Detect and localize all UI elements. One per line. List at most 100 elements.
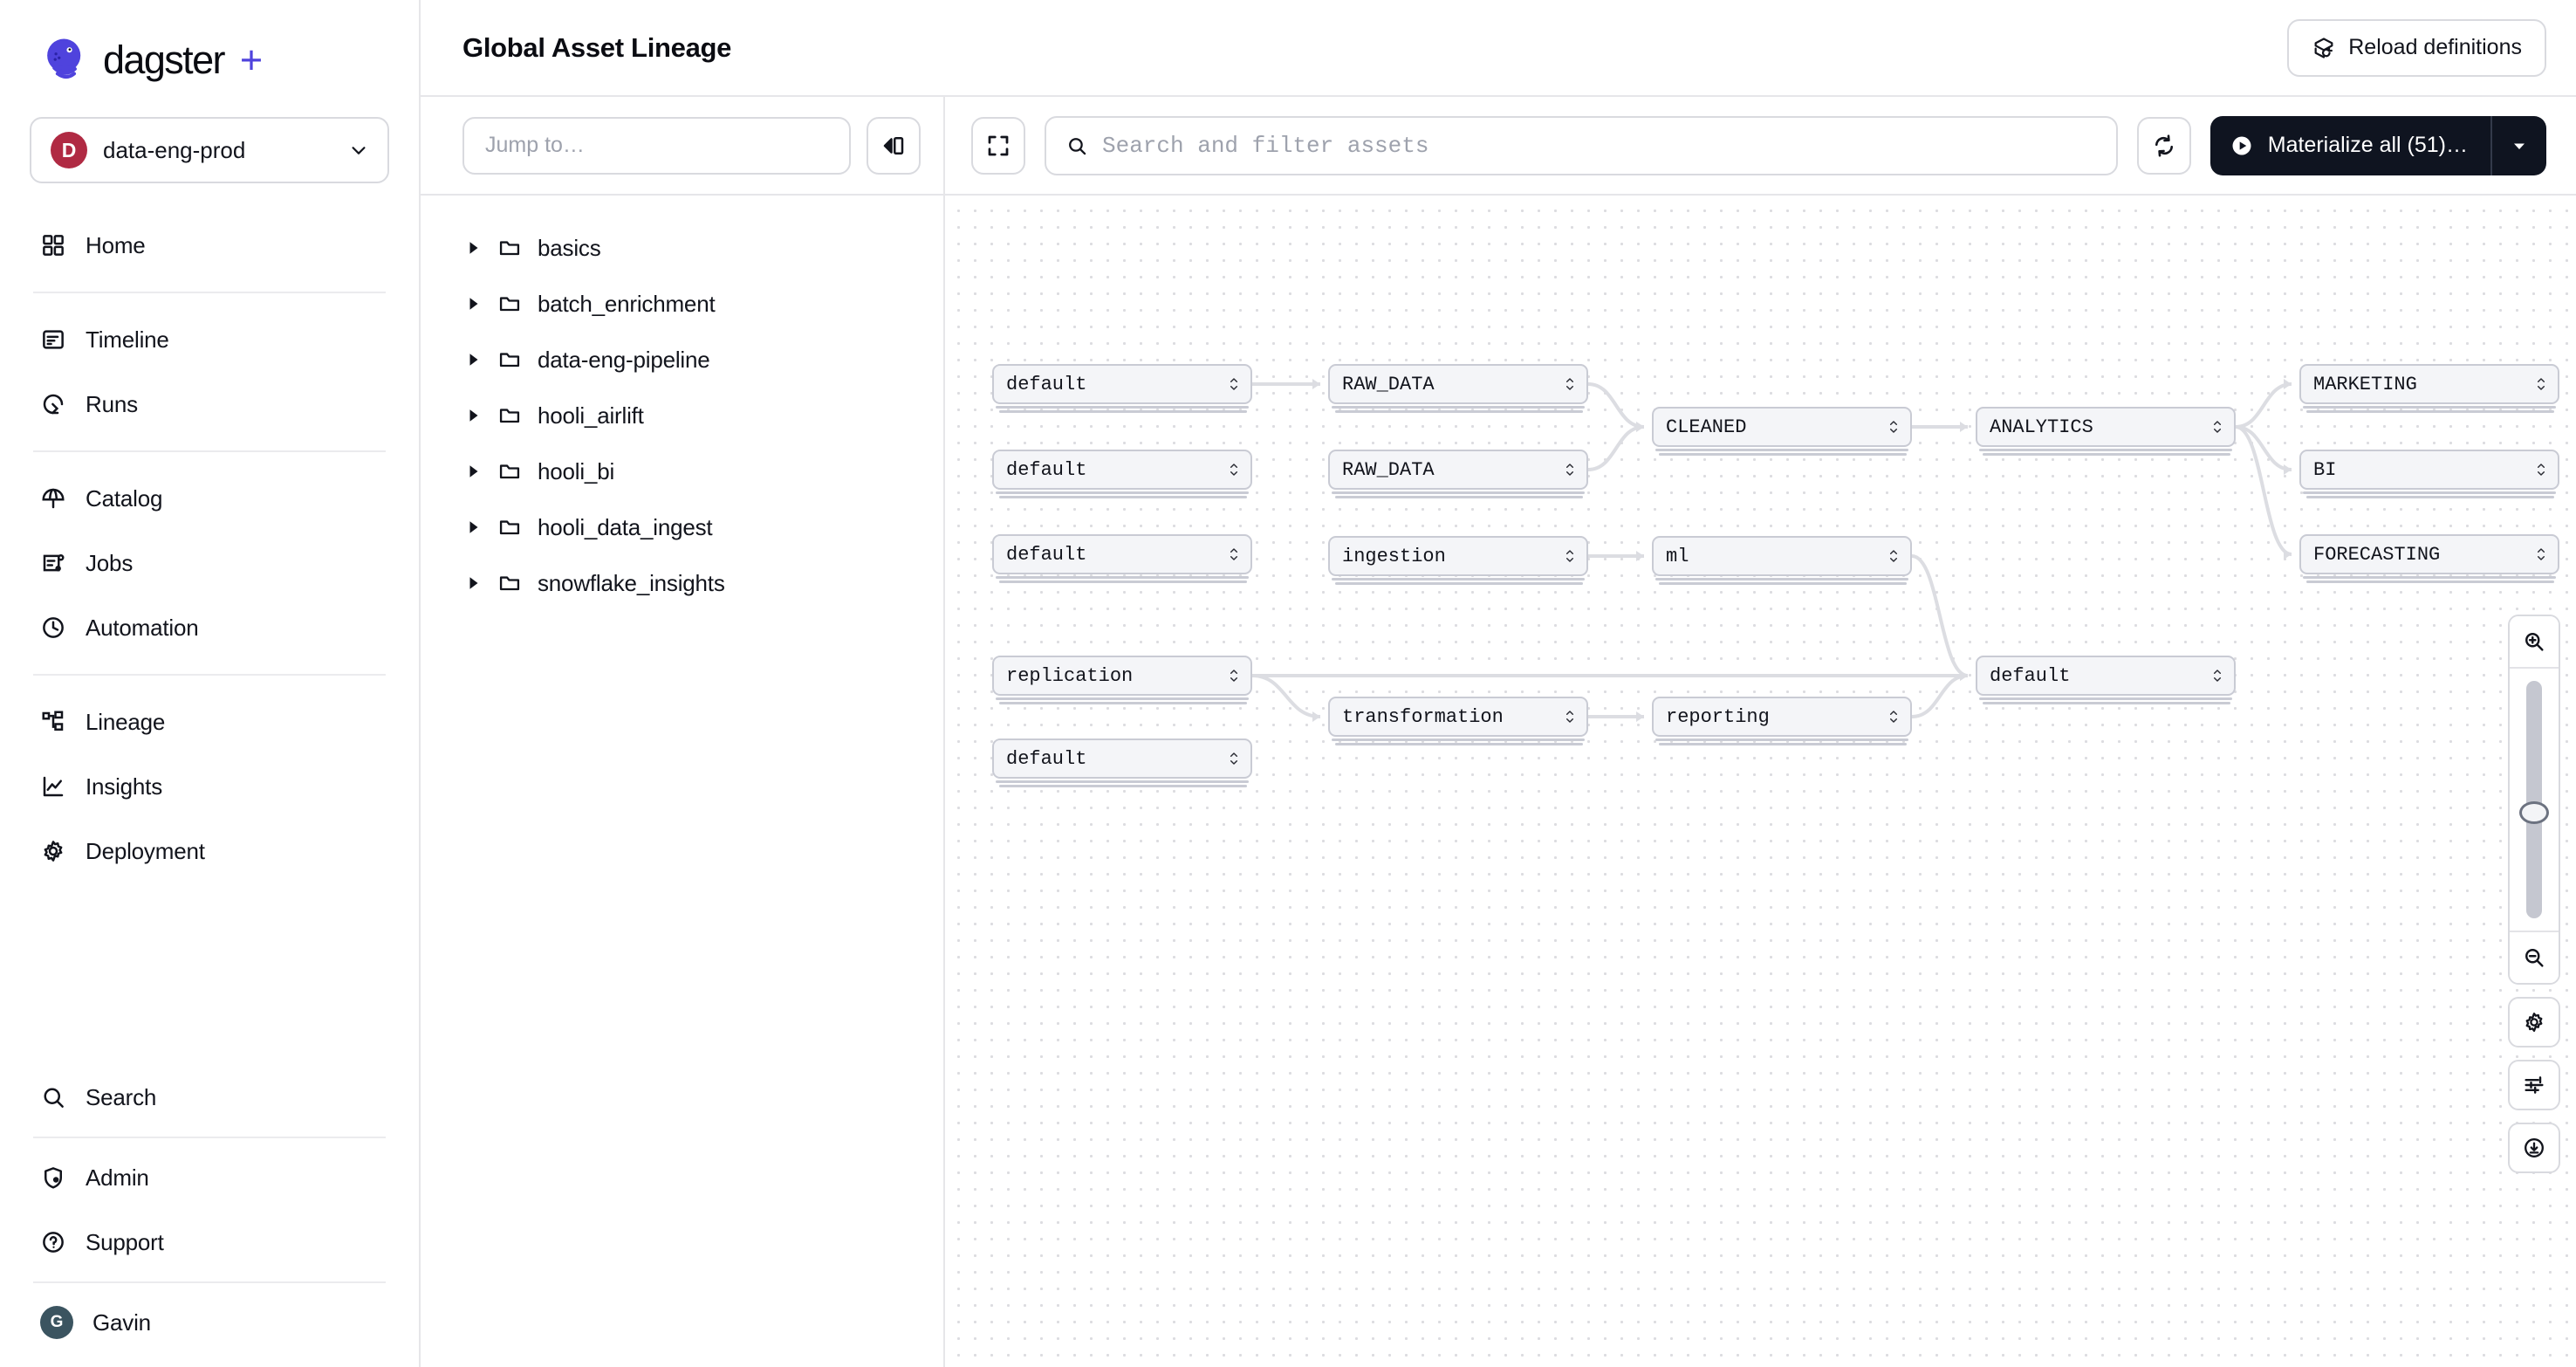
lineage-node-label: RAW_DATA <box>1342 373 1435 395</box>
zoom-slider-track <box>2526 681 2542 918</box>
search-input[interactable] <box>1102 132 2097 159</box>
node-stack-lines <box>2303 490 2563 500</box>
content-area: basics batch_enrichment data-eng-pipelin… <box>421 196 2576 1367</box>
sidebar-item-search[interactable]: Search <box>0 1065 419 1130</box>
tree-item-basics[interactable]: basics <box>421 220 943 276</box>
gear-icon <box>44 841 63 862</box>
lineage-edge-arrow <box>1960 670 1968 681</box>
deployment-avatar: D <box>51 132 87 168</box>
lineage-node[interactable]: default <box>992 364 1252 404</box>
download-graph-button[interactable] <box>2508 1123 2560 1173</box>
tree-item-data-eng-pipeline[interactable]: data-eng-pipeline <box>421 332 943 388</box>
lineage-node-label: ANALYTICS <box>1990 416 2093 438</box>
collapse-panel-button[interactable] <box>867 116 921 175</box>
brand[interactable]: dagster + <box>0 0 419 112</box>
materialize-main[interactable]: Materialize all (51)… <box>2210 115 2492 175</box>
search-icon <box>1069 137 1086 155</box>
catalog-icon <box>42 488 65 509</box>
sidebar-item-catalog[interactable]: Catalog <box>0 466 419 531</box>
lineage-node[interactable]: ingestion <box>1328 536 1588 576</box>
folder-icon <box>499 297 520 312</box>
lineage-node-label: default <box>1006 373 1087 395</box>
tree-item-snowflake-insights[interactable]: snowflake_insights <box>421 555 943 611</box>
tree-item-hooli-airlift[interactable]: hooli_airlift <box>421 388 943 443</box>
cube-refresh-icon <box>2314 37 2333 58</box>
node-stack-lines <box>2303 404 2563 415</box>
lineage-node[interactable]: RAW_DATA <box>1328 450 1588 490</box>
stepper-updown-icon <box>1230 378 1238 390</box>
sidebar-item-home[interactable]: Home <box>0 213 419 278</box>
reload-definitions-button[interactable]: Reload definitions <box>2287 18 2546 77</box>
sidebar-item-jobs[interactable]: Jobs <box>0 531 419 595</box>
sidebar-item-user[interactable]: G Gavin <box>0 1290 419 1355</box>
zoom-in-icon <box>2525 633 2544 651</box>
nav-divider <box>33 292 386 293</box>
lineage-node-label: BI <box>2313 458 2337 481</box>
divider <box>2510 667 2559 669</box>
sidebar-item-runs[interactable]: Runs <box>0 372 419 436</box>
zoom-out-button[interactable] <box>2510 932 2559 983</box>
stepper-updown-icon <box>2213 421 2222 433</box>
lineage-node[interactable]: RAW_DATA <box>1328 364 1588 404</box>
sidebar-item-label: Deployment <box>86 837 205 864</box>
sidebar-item-deployment[interactable]: Deployment <box>0 819 419 883</box>
lineage-node[interactable]: BI <box>2299 450 2559 490</box>
stepper-updown-icon <box>2537 378 2545 390</box>
sidebar-item-support[interactable]: Support <box>0 1210 419 1274</box>
tree-item-hooli-bi[interactable]: hooli_bi <box>421 443 943 499</box>
tree-item-hooli-data-ingest[interactable]: hooli_data_ingest <box>421 499 943 555</box>
lineage-edge <box>2235 425 2292 556</box>
nav-group-activity: Timeline Runs <box>0 300 419 443</box>
runs-icon <box>43 394 64 415</box>
materialize-all-button[interactable]: Materialize all (51)… <box>2209 115 2546 175</box>
sidebar-item-label: Lineage <box>86 708 166 735</box>
graph-toolbar: Materialize all (51)… <box>421 97 2576 196</box>
lineage-node[interactable]: ANALYTICS <box>1976 407 2236 447</box>
jump-to-input[interactable] <box>462 116 851 175</box>
zoom-slider-handle[interactable] <box>2519 801 2549 824</box>
sliders-icon <box>2525 1076 2544 1094</box>
sidebar-item-automation[interactable]: Automation <box>0 595 419 660</box>
deployment-selector[interactable]: D data-eng-prod <box>30 117 389 183</box>
sidebar-item-insights[interactable]: Insights <box>0 754 419 819</box>
stepper-updown-icon <box>2213 670 2222 682</box>
lineage-node-label: ingestion <box>1342 545 1446 567</box>
lineage-node[interactable]: FORECASTING <box>2299 534 2559 574</box>
fullscreen-button[interactable] <box>971 116 1025 175</box>
lineage-node[interactable]: CLEANED <box>1652 407 1912 447</box>
lineage-node[interactable]: default <box>992 450 1252 490</box>
lineage-node[interactable]: MARKETING <box>2299 364 2559 404</box>
folder-icon <box>499 576 520 591</box>
sidebar-item-lineage[interactable]: Lineage <box>0 690 419 754</box>
zoom-slider[interactable] <box>2510 669 2559 931</box>
lineage-node-label: default <box>1006 543 1087 566</box>
tree-item-batch-enrichment[interactable]: batch_enrichment <box>421 276 943 332</box>
lineage-node[interactable]: ml <box>1652 536 1912 576</box>
caret-right-icon <box>469 577 478 589</box>
refresh-button[interactable] <box>2136 116 2191 175</box>
graph-filters-button[interactable] <box>2508 1060 2560 1110</box>
zoom-in-button[interactable] <box>2510 616 2559 667</box>
lineage-node-label: MARKETING <box>2313 373 2417 395</box>
graph-settings-button[interactable] <box>2508 997 2560 1048</box>
stepper-updown-icon <box>1889 711 1898 723</box>
lineage-node[interactable]: transformation <box>1328 697 1588 737</box>
sidebar-item-label: Automation <box>86 614 199 641</box>
caret-right-icon <box>469 465 478 477</box>
stepper-updown-icon <box>1230 752 1238 765</box>
lineage-node[interactable]: default <box>992 738 1252 779</box>
asset-search-field[interactable] <box>1045 115 2118 175</box>
sidebar-item-timeline[interactable]: Timeline <box>0 307 419 372</box>
lineage-node[interactable]: default <box>1976 656 2236 696</box>
node-stack-lines <box>996 574 1256 585</box>
nav-group-definitions: Catalog Jobs Automation <box>0 459 419 667</box>
lineage-node[interactable]: default <box>992 534 1252 574</box>
sidebar-item-admin[interactable]: Admin <box>0 1145 419 1210</box>
stepper-updown-icon <box>1889 550 1898 562</box>
lineage-node[interactable]: reporting <box>1652 697 1912 737</box>
lineage-node[interactable]: replication <box>992 656 1252 696</box>
materialize-dropdown-button[interactable] <box>2492 116 2546 175</box>
download-circle-icon <box>2525 1138 2544 1157</box>
question-circle-icon <box>43 1232 64 1253</box>
